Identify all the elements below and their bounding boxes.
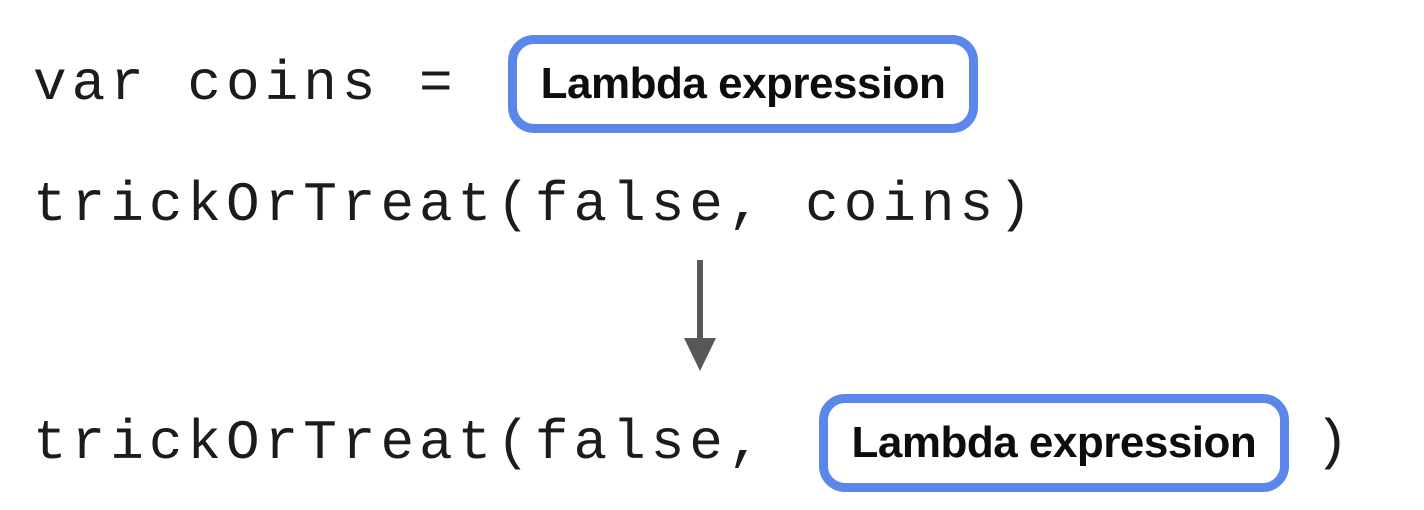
code-line-call-before: trickOrTreat(false, coins) [33, 170, 1037, 240]
down-arrow-icon [680, 260, 720, 372]
code-line-call-after: trickOrTreat(false, Lambda expression ) [33, 392, 1354, 494]
lambda-expression-box-bottom: Lambda expression [818, 394, 1290, 492]
code-text-var-coins: var coins = [33, 52, 458, 116]
code-text-trickortreat-prefix: trickOrTreat(false, [33, 411, 767, 475]
code-text-trickortreat-coins: trickOrTreat(false, coins) [33, 173, 1037, 237]
lambda-expression-label: Lambda expression [851, 418, 1257, 467]
code-line-assignment: var coins = Lambda expression [33, 35, 979, 133]
lambda-expression-label: Lambda expression [540, 59, 946, 108]
code-text-closing-paren: ) [1315, 411, 1354, 475]
lambda-expression-box-top: Lambda expression [507, 35, 979, 133]
